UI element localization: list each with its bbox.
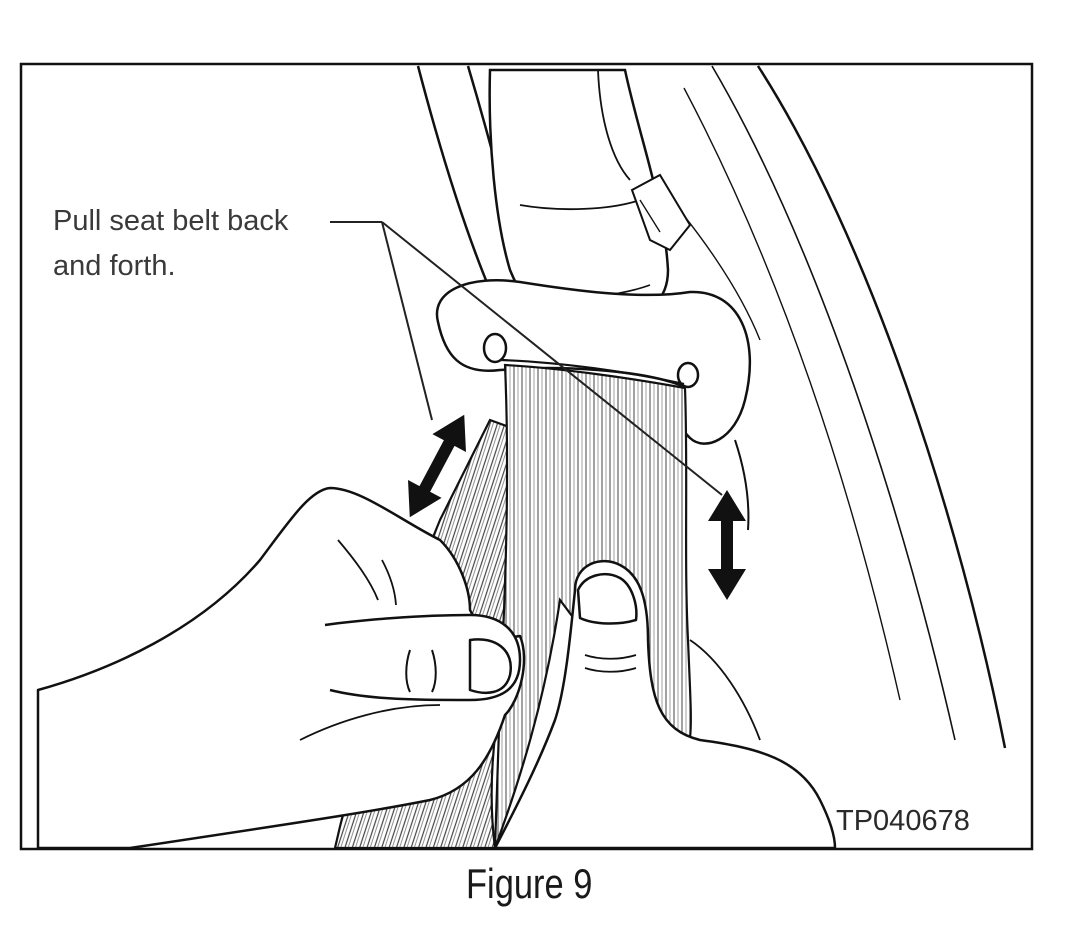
callout-text-line-2: and forth. <box>53 250 176 282</box>
double-headed-arrow-icon <box>708 490 746 600</box>
figure-caption: Figure 9 <box>466 860 593 907</box>
double-headed-arrow-icon <box>408 414 466 518</box>
reference-code: TP040678 <box>836 805 970 837</box>
pillar-bracket-detail <box>734 439 750 531</box>
left-hand <box>36 486 526 850</box>
callout-leader-lines <box>330 221 723 496</box>
callout-text-line-1: Pull seat belt back <box>53 205 289 237</box>
right-hand <box>493 559 837 850</box>
belt-guide-housing <box>435 68 752 445</box>
